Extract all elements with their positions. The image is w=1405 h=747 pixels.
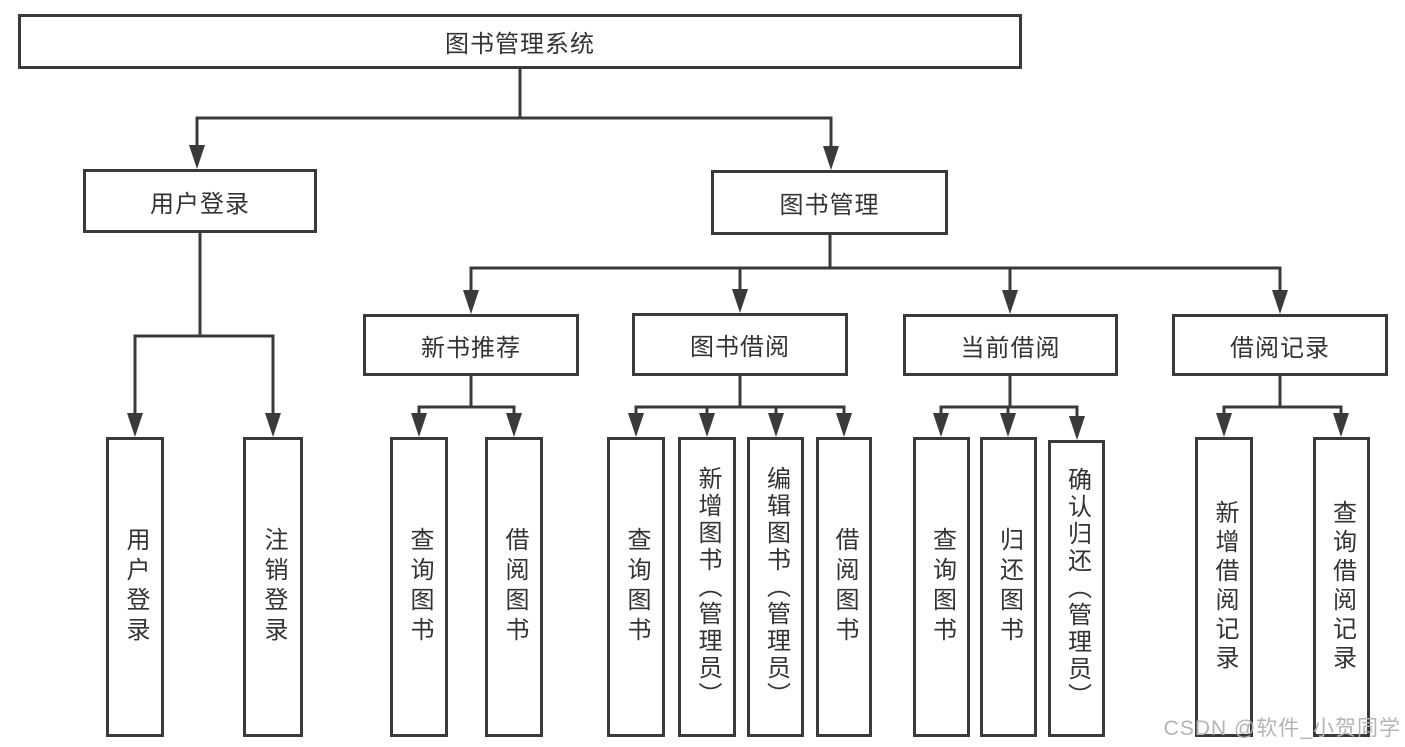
node-borrowing-records: 借阅记录 bbox=[1172, 314, 1388, 376]
leaf-logout: 注销登录 bbox=[243, 437, 303, 737]
leaf-add-books-admin: 新增图书（管理员） bbox=[678, 437, 736, 737]
connector-book-borrowing bbox=[628, 374, 852, 437]
leaf-user-login: 用户登录 bbox=[106, 437, 164, 737]
node-user-login: 用户登录 bbox=[83, 169, 317, 233]
node-current-borrowing: 当前借阅 bbox=[903, 314, 1118, 376]
leaf-query-books-current: 查询图书 bbox=[913, 437, 970, 737]
leaf-borrow-books-recommend: 借阅图书 bbox=[485, 437, 543, 737]
connector-user-login bbox=[127, 231, 281, 437]
connector-root bbox=[189, 67, 839, 170]
leaf-add-borrow-record: 新增借阅记录 bbox=[1195, 437, 1253, 737]
connector-borrowing-records bbox=[1216, 374, 1349, 437]
leaf-query-books-borrowing: 查询图书 bbox=[607, 437, 665, 737]
leaf-borrow-books-borrowing: 借阅图书 bbox=[816, 437, 872, 737]
leaf-return-books: 归还图书 bbox=[980, 437, 1037, 737]
node-book-management: 图书管理 bbox=[711, 170, 948, 235]
csdn-watermark: CSDN @软件_小贺同学 bbox=[1163, 717, 1401, 740]
connector-book-management bbox=[463, 233, 1288, 314]
leaf-query-borrow-record: 查询借阅记录 bbox=[1313, 437, 1370, 737]
leaf-confirm-return-admin: 确认归还（管理员） bbox=[1048, 440, 1105, 737]
node-book-borrowing: 图书借阅 bbox=[632, 313, 848, 376]
connector-current-borrowing bbox=[933, 374, 1085, 440]
leaf-query-books-recommend: 查询图书 bbox=[390, 437, 448, 737]
connector-new-book-recommend bbox=[411, 374, 522, 437]
node-new-book-recommend: 新书推荐 bbox=[363, 314, 579, 376]
node-root: 图书管理系统 bbox=[18, 14, 1022, 69]
leaf-edit-books-admin: 编辑图书（管理员） bbox=[747, 437, 804, 737]
